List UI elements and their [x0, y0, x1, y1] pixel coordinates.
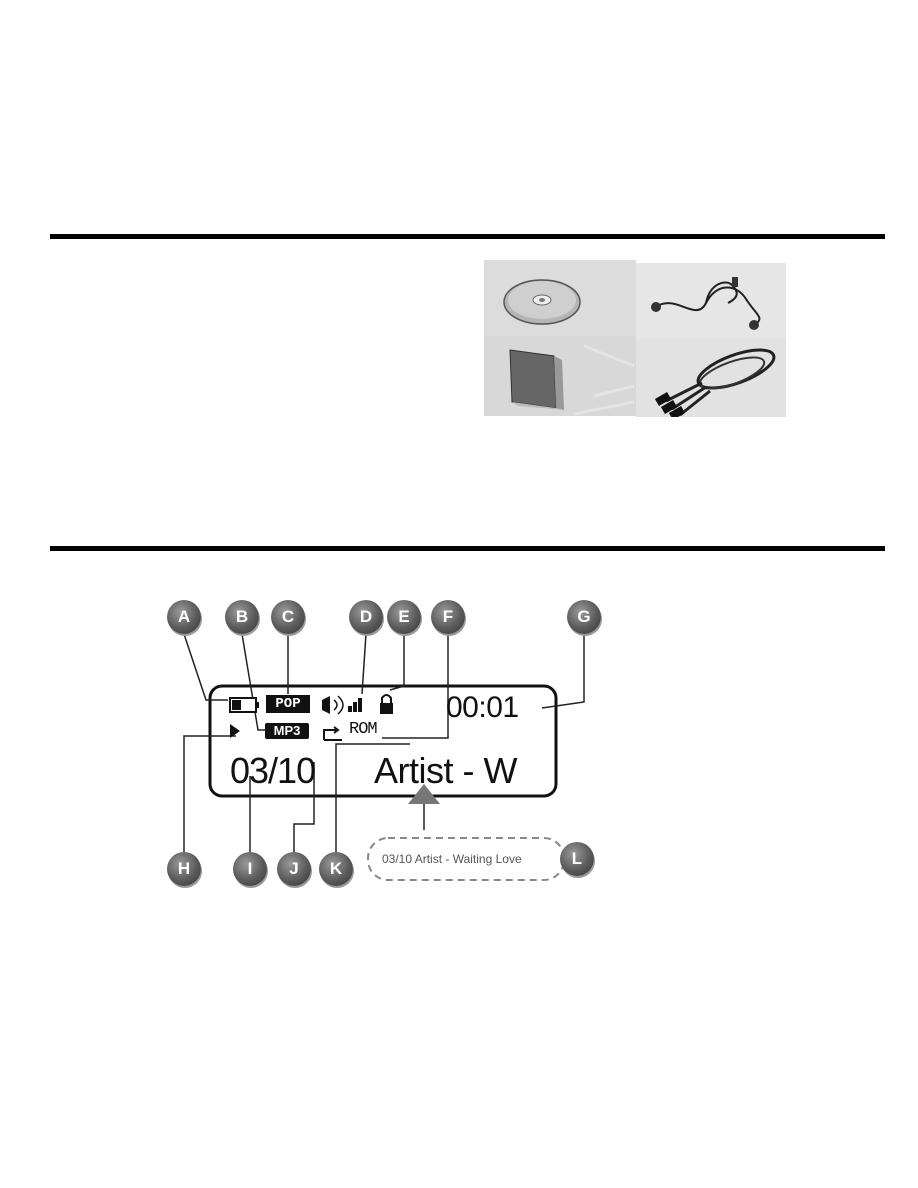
callout-i: I	[233, 852, 267, 886]
callout-l: L	[560, 842, 594, 876]
scrolling-title: Artist - W	[374, 750, 517, 791]
callout-b: B	[225, 600, 259, 634]
callout-f: F	[431, 600, 465, 634]
callout-a: A	[167, 600, 201, 634]
section-divider	[50, 234, 885, 239]
callout-e: E	[387, 600, 421, 634]
file-format-badge: MP3	[265, 723, 309, 739]
callout-g: G	[567, 600, 601, 634]
section-divider	[50, 546, 885, 551]
accessories-photo	[484, 260, 786, 418]
repeat-mode-label: ROM	[349, 720, 378, 739]
user-manual-image	[484, 336, 636, 416]
callout-k: K	[319, 852, 353, 886]
callout-j: J	[277, 852, 311, 886]
play-time: 00:01	[446, 691, 519, 724]
track-number: 03/10	[230, 750, 316, 791]
callout-h: H	[167, 852, 201, 886]
cd-rom-image	[484, 260, 636, 336]
eq-mode-badge: POP	[266, 695, 310, 713]
lcd-display-diagram: POP MP3 ROM 00:01 03/10 Artist - W 03/10…	[150, 590, 640, 900]
callout-d: D	[349, 600, 383, 634]
full-title-text: 03/10 Artist - Waiting Love	[382, 852, 522, 866]
callout-c: C	[271, 600, 305, 634]
earphones-image	[636, 263, 786, 339]
av-cable-image	[636, 339, 786, 417]
